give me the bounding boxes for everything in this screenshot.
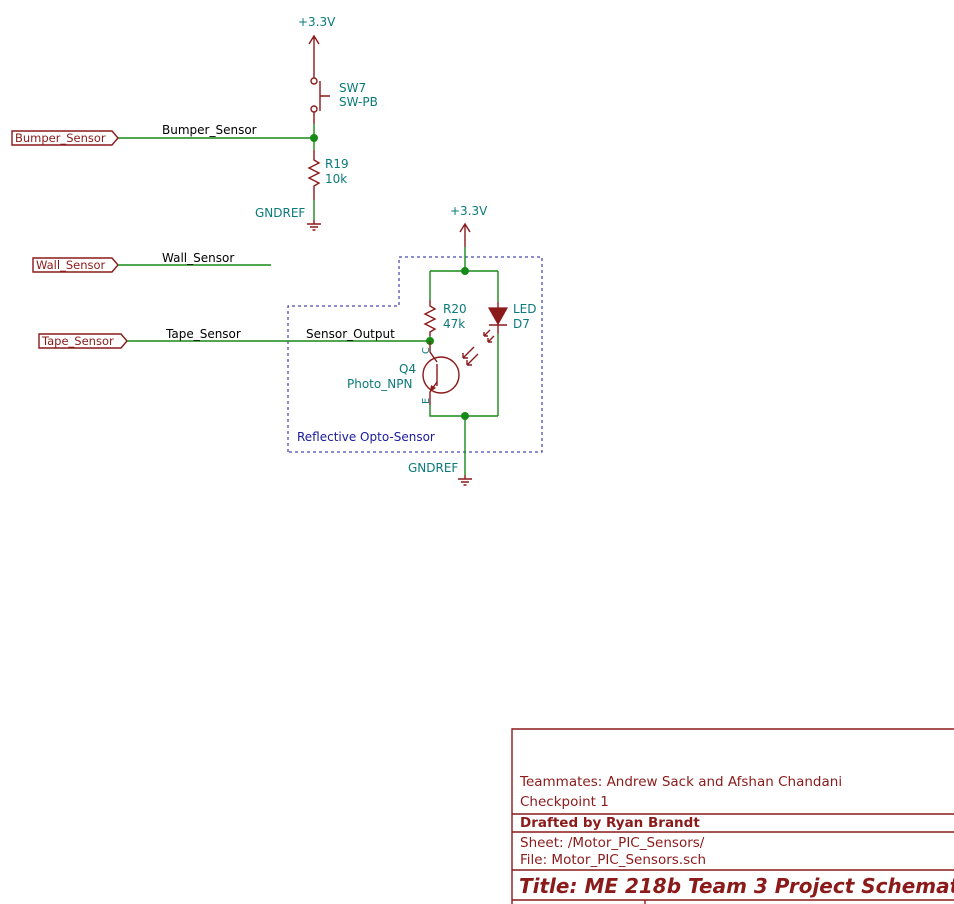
d7-ref: D7: [513, 317, 530, 331]
vcc-top-label: +3.3V: [298, 15, 336, 29]
global-label-tape-sensor[interactable]: Tape_Sensor: [38, 333, 128, 349]
title-block-title: Title: ME 218b Team 3 Project Schematic: [519, 874, 954, 898]
net-label-sensor-output: Sensor_Output: [306, 327, 395, 341]
vcc-opto-label: +3.3V: [450, 204, 488, 218]
global-label-bumper-sensor[interactable]: Bumper_Sensor: [11, 130, 119, 146]
title-block-drafted: Drafted by Ryan Brandt: [520, 815, 700, 831]
opto-sensor-group-label: Reflective Opto-Sensor: [297, 430, 435, 444]
global-label-bumper-text: Bumper_Sensor: [15, 131, 106, 145]
gnd-opto-label: GNDREF: [408, 461, 458, 475]
sw7-ref: SW7: [339, 81, 366, 95]
resistor-r19[interactable]: R19 10k: [307, 150, 349, 200]
title-block-checkpoint: Checkpoint 1: [520, 794, 609, 810]
net-label-wall: Wall_Sensor: [162, 251, 234, 265]
sw7-value: SW-PB: [339, 95, 378, 109]
global-label-wall-text: Wall_Sensor: [36, 258, 106, 272]
q4-value: Photo_NPN: [347, 377, 412, 391]
q4-pin-e: E: [421, 398, 432, 404]
r19-value: 10k: [325, 172, 347, 186]
power-symbol-vcc-opto: +3.3V: [450, 204, 488, 247]
r20-ref: R20: [443, 302, 467, 316]
ground-symbol-top: GNDREF: [255, 206, 321, 231]
net-label-tape: Tape_Sensor: [165, 327, 241, 341]
junction-top-rail: [461, 267, 469, 275]
wire-bottom-rail: [429, 405, 498, 417]
title-block-file: File: Motor_PIC_Sensors.sch: [520, 852, 706, 868]
power-symbol-vcc-top: +3.3V: [298, 15, 336, 58]
ground-symbol-opto: GNDREF: [408, 461, 472, 486]
junction-bumper: [310, 134, 318, 142]
net-label-bumper: Bumper_Sensor: [162, 123, 257, 137]
q4-pin-c: C: [421, 347, 432, 354]
phototransistor-q4[interactable]: Q4 Photo_NPN C E: [347, 341, 479, 405]
global-label-tape-text: Tape_Sensor: [41, 334, 114, 348]
led-d7[interactable]: LED D7: [483, 302, 537, 343]
r19-ref: R19: [325, 157, 349, 171]
d7-value: LED: [513, 302, 537, 316]
gnd-top-label: GNDREF: [255, 206, 305, 220]
opto-sensor-group-box: [287, 256, 543, 453]
switch-sw7[interactable]: SW7 SW-PB: [310, 58, 378, 124]
resistor-r20[interactable]: R20 47k: [423, 300, 467, 336]
q4-ref: Q4: [399, 362, 416, 376]
title-block: Teammates: Andrew Sack and Afshan Chanda…: [511, 728, 954, 904]
r20-value: 47k: [443, 317, 465, 331]
title-block-teammates: Teammates: Andrew Sack and Afshan Chanda…: [519, 774, 842, 790]
global-label-wall-sensor[interactable]: Wall_Sensor: [32, 257, 119, 273]
title-block-sheet: Sheet: /Motor_PIC_Sensors/: [520, 835, 705, 851]
